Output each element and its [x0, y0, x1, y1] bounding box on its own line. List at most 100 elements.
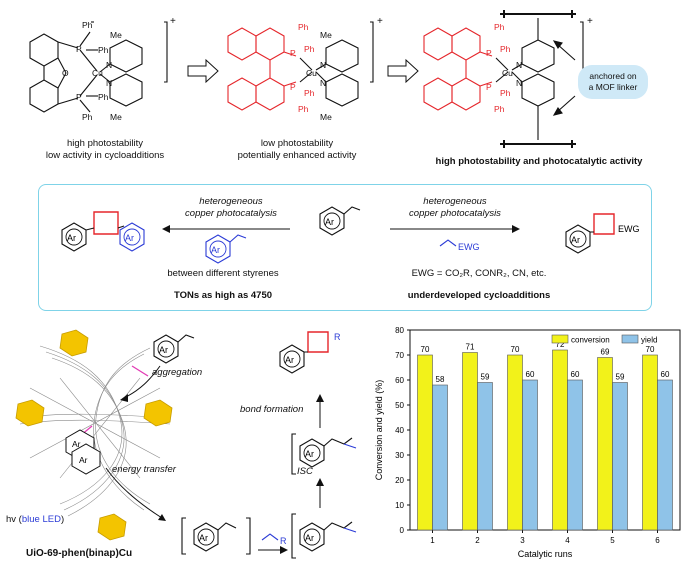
c2-ph4: Ph: [298, 104, 309, 114]
data-label-conversion: 70: [646, 345, 655, 354]
complex-3-linker: [495, 10, 584, 148]
legend-label-yield: yield: [641, 336, 657, 345]
plot-frame: [409, 329, 681, 531]
bar-conversion: [417, 354, 433, 531]
c3-ph3: Ph: [500, 88, 511, 98]
legend-label-conversion: conversion: [571, 336, 610, 345]
bar-conversion: [552, 349, 568, 531]
y-tick-label: 0: [400, 526, 405, 535]
c2-charge: +: [377, 16, 383, 27]
isc-label: ISC: [297, 466, 313, 477]
bar-conversion: [642, 354, 658, 531]
blue-alkene-r-label: R: [280, 536, 287, 546]
mof-mechanism: Ar Ar Ar Ar R Ar Ar: [15, 329, 357, 559]
y-tick-label: 20: [395, 476, 404, 485]
x-axis-label: Catalytic runs: [518, 549, 573, 559]
zr-clusters: [15, 329, 173, 541]
central-styrene-ar: Ar: [325, 217, 334, 227]
triplet-styrene-ar: Ar: [199, 533, 208, 543]
left-arrow-label: heterogeneous copper photocatalysis: [176, 196, 286, 220]
biradical-triplet-ar: Ar: [305, 533, 314, 543]
c3-ph2: Ph: [500, 44, 511, 54]
bar-yield: [612, 382, 628, 531]
c1-ph3: Ph: [98, 92, 109, 102]
c2-cu: Cu: [306, 68, 317, 78]
x-tick-label: 6: [655, 536, 660, 545]
blue-alkene: [439, 239, 457, 247]
cyclobutane-r: R: [334, 332, 341, 342]
c1-o: O: [62, 68, 69, 78]
hv-close-text: ): [60, 514, 65, 525]
c3-n2: N: [516, 78, 522, 88]
c2-me1: Me: [320, 30, 332, 40]
right-note: EWG = CO₂R, CONR₂, CN, etc.: [411, 268, 547, 279]
blue-styrene: [205, 234, 247, 264]
top-structures: Ph Ph P Cu P Ph Ph O Me Me N N + Ph Ph P…: [29, 10, 593, 148]
incoming-styrene: [153, 334, 195, 364]
complex-2-caption-line1: low photostability: [260, 138, 334, 149]
y-tick-label: 30: [395, 451, 404, 460]
blue-alkene-ewg: EWG: [458, 242, 480, 252]
data-label-conversion: 71: [466, 343, 475, 352]
x-tick-label: 1: [430, 536, 435, 545]
hv-text: hv (: [6, 514, 22, 525]
data-label-conversion: 70: [511, 345, 520, 354]
right-arrow-label: heterogeneous copper photocatalysis: [398, 196, 512, 220]
hv-label: hv (blue LED): [6, 514, 64, 525]
c3-ph4: Ph: [494, 104, 505, 114]
data-label-conversion: 69: [601, 348, 610, 357]
c2-n1: N: [320, 60, 326, 70]
central-styrene: [319, 206, 361, 236]
bar-conversion: [597, 357, 613, 531]
mof-linker-label-line2: a MOF linker: [588, 82, 638, 92]
y-tick-label: 50: [395, 401, 404, 410]
right-bold-note: underdeveloped cycloadditions: [407, 290, 551, 301]
bar-conversion: [462, 352, 478, 531]
bar-yield: [432, 384, 448, 531]
bar-yield: [567, 379, 583, 531]
x-tick-label: 4: [565, 536, 570, 545]
energy-transfer-label: energy transfer: [112, 464, 176, 475]
c2-n2: N: [320, 78, 326, 88]
data-label-yield: 59: [616, 373, 625, 382]
y-tick-label: 40: [395, 426, 404, 435]
c3-cu: Cu: [502, 68, 513, 78]
y-tick-label: 80: [395, 326, 404, 335]
bar-yield: [477, 382, 493, 531]
hollow-arrow-2: [387, 58, 419, 84]
y-tick-label: 60: [395, 376, 404, 385]
aggregated-styrenes: [65, 429, 101, 475]
c1-p1: P: [76, 44, 82, 54]
c1-n2: N: [106, 78, 112, 88]
c3-p2: P: [486, 82, 492, 92]
reaction-panel: [38, 184, 652, 311]
y-tick-label: 10: [395, 501, 404, 510]
data-label-yield: 60: [571, 370, 580, 379]
x-tick-label: 5: [610, 536, 615, 545]
c2-ph3: Ph: [304, 88, 315, 98]
x-tick-label: 2: [475, 536, 480, 545]
c2-p1: P: [290, 48, 296, 58]
complex-2-caption-line2: potentially enhanced activity: [237, 150, 357, 161]
cyclobutane-product: [279, 331, 329, 374]
complex-2-caption: low photostability potentially enhanced …: [222, 138, 372, 162]
complex-2-phen: [299, 21, 374, 107]
data-label-yield: 59: [481, 373, 490, 382]
complex-2-structure: [227, 27, 297, 111]
complex-1-caption: high photostability low activity in cycl…: [30, 138, 180, 162]
bar-yield: [522, 379, 538, 531]
right-arrow-label-line2: copper photocatalysis: [409, 208, 501, 219]
c3-charge: +: [587, 16, 593, 27]
c2-ph1: Ph: [298, 22, 309, 32]
aggregation-label: aggregation: [152, 367, 203, 378]
left-product-ar-blue: Ar: [125, 233, 134, 243]
aggregated-ar-2: Ar: [79, 455, 88, 465]
biradical-triplet: [291, 513, 357, 559]
complex-1-caption-line1: high photostability: [66, 138, 144, 149]
right-product: [565, 213, 615, 254]
right-product-ewg: EWG: [618, 224, 640, 234]
incoming-styrene-ar: Ar: [159, 345, 168, 355]
complex-1-structure: [29, 21, 168, 113]
blue-led-text: blue LED: [21, 514, 61, 525]
mof-name: UiO-69-phen(binap)Cu: [26, 548, 133, 559]
